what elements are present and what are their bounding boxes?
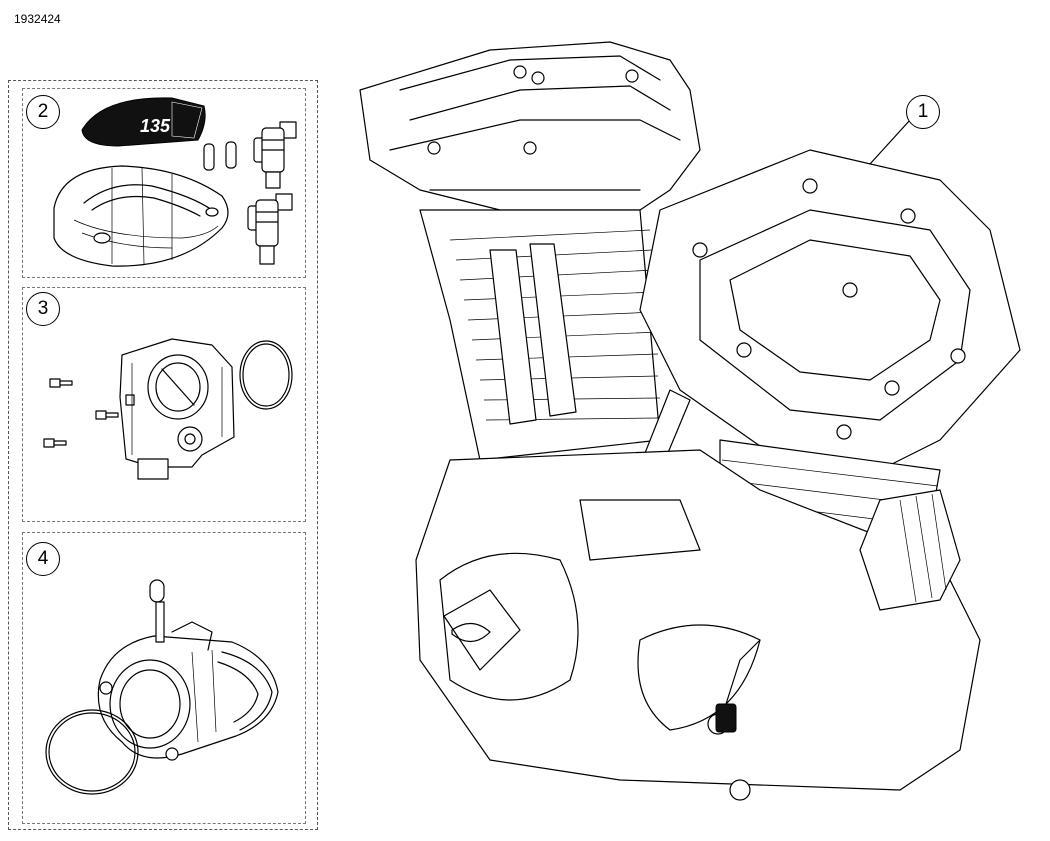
panel-throttle-body — [22, 287, 306, 522]
air-cleaner-cover — [53, 165, 229, 267]
emblem-text: 135 — [140, 116, 171, 136]
kit-group-outline — [8, 80, 318, 830]
intake-manifold — [97, 601, 279, 761]
intake-manifold-drawing — [45, 579, 279, 795]
callout-4: 4 — [26, 542, 60, 576]
rear-rocker-cover — [359, 41, 701, 211]
fuel-injector-lower — [247, 193, 293, 265]
emblem-cover-injectors-drawing: 135 — [53, 97, 297, 267]
document-id: 1932424 — [14, 12, 61, 26]
throttle-body — [119, 338, 235, 480]
sensor-connector — [715, 639, 761, 733]
front-rocker-cover — [639, 149, 1021, 481]
engine-assembly-drawing — [359, 41, 1021, 801]
throttle-body-drawing — [43, 338, 293, 480]
manifold-seal-ring — [45, 709, 139, 795]
throttle-body-gasket — [239, 340, 293, 410]
starter-motor — [859, 489, 961, 611]
callout-3: 3 — [26, 292, 60, 326]
callout-2: 2 — [26, 95, 60, 129]
screws — [43, 378, 119, 448]
panel-intake-manifold — [22, 532, 306, 824]
fuel-injector-upper — [253, 121, 297, 189]
vacuum-cap — [149, 579, 165, 603]
emblem-badge: 135 — [81, 97, 206, 147]
dowel-pins — [203, 141, 237, 171]
callout-1-leader — [869, 119, 911, 165]
callout-1: 1 — [906, 95, 940, 129]
panel-emblem-injectors — [22, 88, 306, 278]
